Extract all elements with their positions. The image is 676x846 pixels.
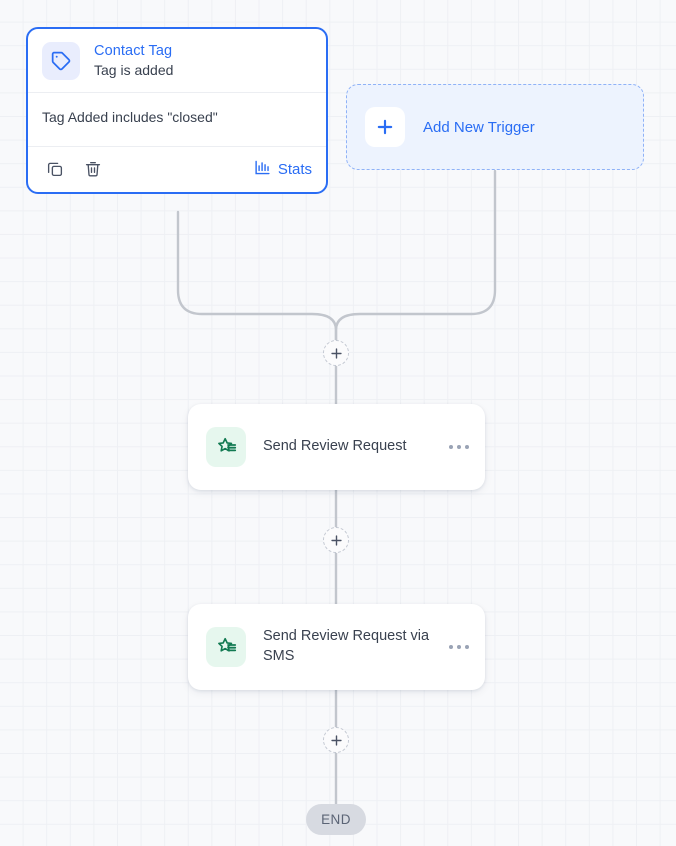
plus-icon: [330, 347, 342, 359]
trigger-body: Tag Added includes "closed": [28, 93, 326, 147]
more-horizontal-icon[interactable]: [449, 445, 469, 449]
trigger-footer: Stats: [28, 147, 326, 192]
end-node: END: [306, 804, 366, 835]
add-step-button-3[interactable]: [323, 727, 349, 753]
trigger-header: Contact Tag Tag is added: [28, 29, 326, 93]
action-card-send-review-request-sms[interactable]: Send Review Request via SMS: [188, 604, 485, 690]
trigger-condition: Tag Added includes "closed": [42, 109, 218, 125]
add-new-trigger-label: Add New Trigger: [423, 118, 535, 136]
bar-chart-icon: [254, 159, 271, 180]
action-card-send-review-request[interactable]: Send Review Request: [188, 404, 485, 490]
trigger-header-text: Contact Tag Tag is added: [94, 42, 173, 80]
review-star-icon: [206, 627, 246, 667]
more-horizontal-icon[interactable]: [449, 645, 469, 649]
add-step-button-2[interactable]: [323, 527, 349, 553]
review-star-icon: [206, 427, 246, 467]
tag-icon: [42, 42, 80, 80]
trash-icon[interactable]: [80, 156, 106, 182]
add-new-trigger-button[interactable]: Add New Trigger: [346, 84, 644, 170]
add-step-button-1[interactable]: [323, 340, 349, 366]
action-label: Send Review Request: [263, 438, 407, 455]
trigger-card-contact-tag[interactable]: Contact Tag Tag is added Tag Added inclu…: [26, 27, 328, 194]
stats-button[interactable]: Stats: [254, 159, 312, 180]
trigger-subtitle: Tag is added: [94, 62, 174, 79]
plus-icon: [330, 534, 342, 546]
copy-icon[interactable]: [42, 156, 68, 182]
action-label: Send Review Request via SMS: [263, 628, 430, 664]
trigger-title: Contact Tag: [94, 43, 173, 60]
stats-label: Stats: [277, 160, 312, 178]
end-label: END: [321, 812, 351, 827]
plus-icon: [365, 107, 405, 147]
plus-icon: [330, 734, 342, 746]
